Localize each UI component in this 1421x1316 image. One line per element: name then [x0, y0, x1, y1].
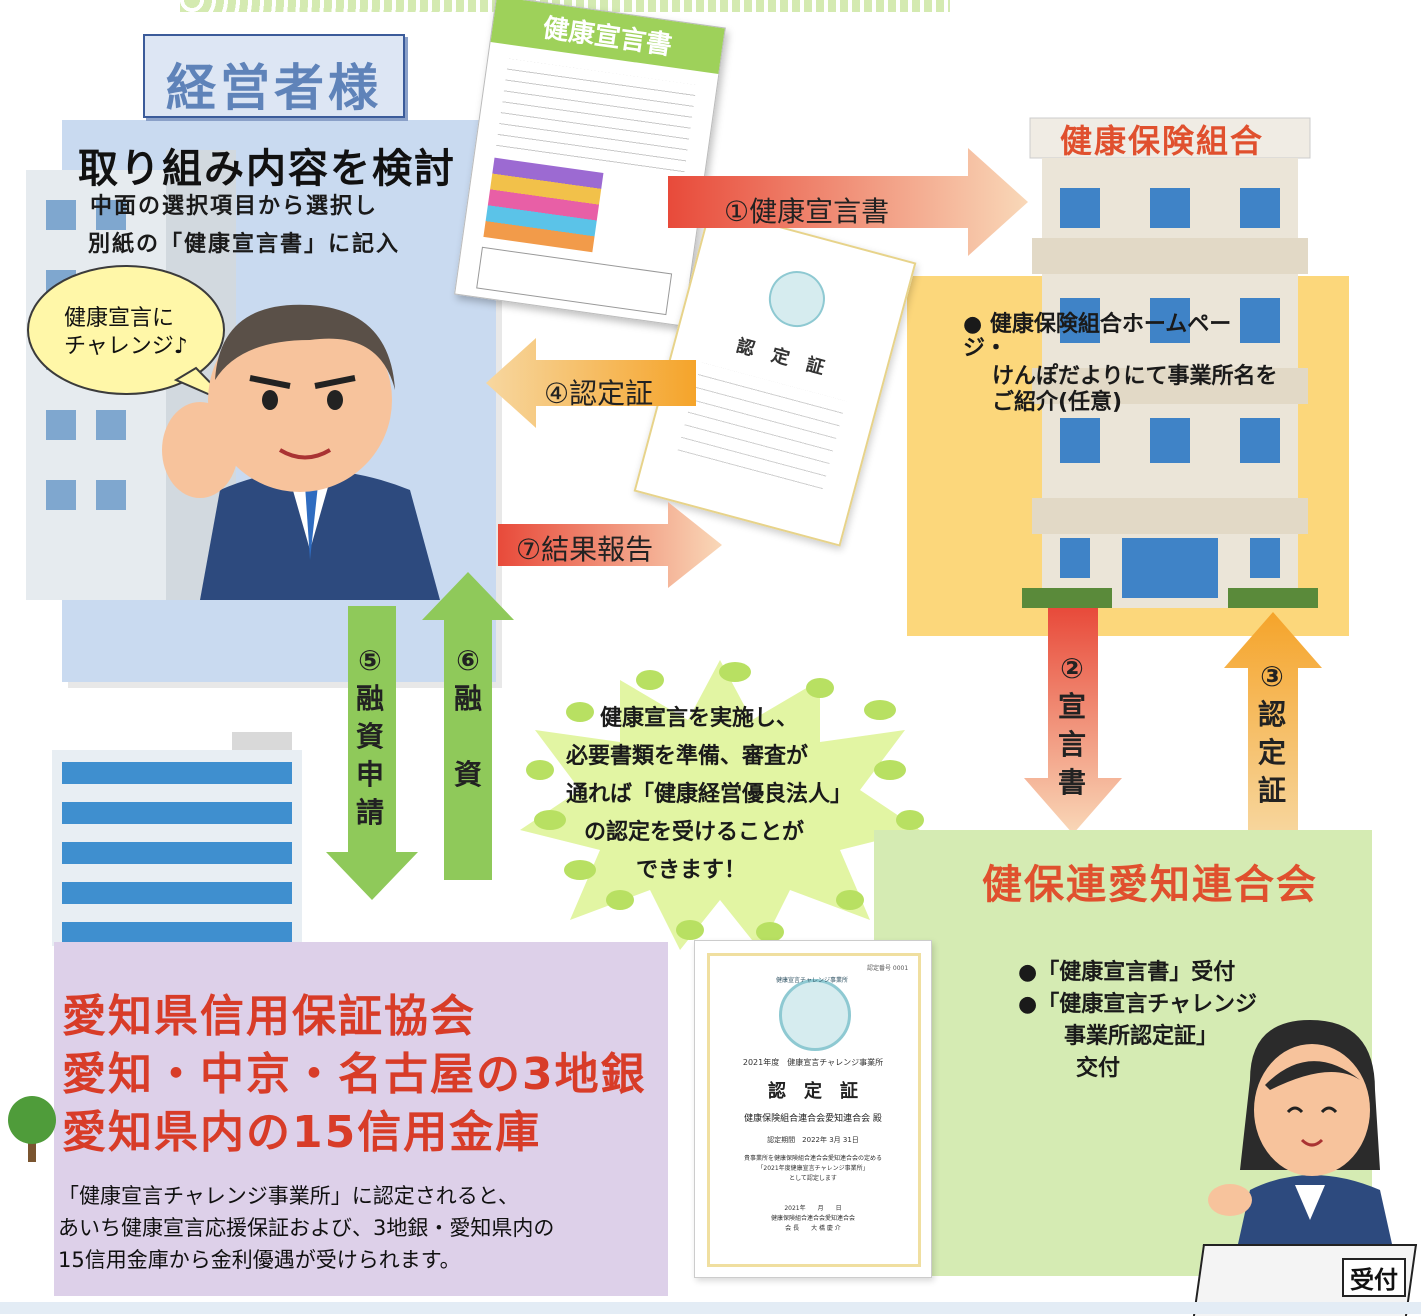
federation-title: 健保連愛知連合会 — [982, 862, 1318, 908]
insurer-title: 健康保険組合 — [1060, 122, 1265, 160]
certificate-period: 認定期間 2022年 3月 31日 — [767, 1136, 859, 1144]
manager-title-box — [143, 34, 405, 118]
burst-line-3: 通れば「健康経営優良法人」 — [566, 782, 853, 807]
certificate-rotated-lines — [675, 362, 847, 498]
federation-item-1: ●「健康宣言書」受付 — [1018, 960, 1236, 985]
insurer-note-1: ● 健康保険組合ホームペー — [963, 312, 1232, 337]
burst-line-1: 健康宣言を実施し、 — [600, 706, 799, 731]
federation-item-4: 交付 — [1076, 1056, 1121, 1081]
certificate-date: 2021年 月 日 — [784, 1205, 842, 1212]
bank-desc-3: 15信用金庫から金利優遇が受けられます。 — [58, 1248, 461, 1272]
bank-desc-2: あいち健康宣言応援保証および、3地銀・愛知県内の — [58, 1216, 555, 1240]
document-lines — [495, 58, 697, 175]
certificate-border — [707, 953, 921, 1267]
arrow-2-down — [1024, 608, 1122, 834]
certificate-title: 認 定 証 — [768, 1081, 858, 1102]
insurer-note-3: けんぽだよりにて事業所名を — [992, 364, 1278, 389]
arrow-7-label: ⑦結果報告 — [516, 533, 654, 566]
certificate-number: 認定番号 0001 — [867, 965, 909, 972]
bank-building-illustration — [52, 732, 302, 946]
burst-line-4: の認定を受けることが — [584, 820, 805, 845]
reception-label: 受付 — [1342, 1258, 1406, 1297]
arrow-7-right — [498, 502, 722, 588]
certificate-seal — [779, 979, 851, 1051]
arrow-5-down — [326, 606, 418, 900]
certificate-seal-text: 健康宣言チャレンジ事業所 — [776, 977, 848, 984]
manager-title: 経営者様 — [166, 59, 382, 117]
receptionist-illustration — [1208, 1020, 1400, 1280]
certificate-recipient: 健康保険組合連合会愛知連合会 殿 — [744, 1114, 882, 1124]
speech-text-2: チャレンジ♪ — [64, 334, 188, 359]
certificate-chair: 会 長 大 橋 慶 介 — [785, 1225, 841, 1232]
burst-line-5: できます！ — [636, 858, 747, 883]
businessman-illustration — [162, 304, 440, 600]
federation-item-2: ●「健康宣言チャレンジ — [1018, 992, 1257, 1017]
certificate-body-2: 「2021年度健康宣言チャレンジ事業所」 — [757, 1165, 869, 1172]
speech-text-1: 健康宣言に — [64, 306, 175, 331]
certificate-issuer: 健康保険組合連合会愛知連合会 — [770, 1215, 855, 1222]
burst-shape — [520, 660, 924, 950]
arrow-4-label: ④認定証 — [544, 377, 654, 410]
burst-line-2: 必要書類を準備、審査が — [566, 744, 809, 769]
tree-illustration — [8, 1096, 56, 1162]
certificate-bottom: 認定番号 0001 健康宣言チャレンジ事業所 2021年度 健康宣言チャレンジ事… — [694, 940, 932, 1278]
bank-line-2: 愛知・中京・名古屋の3地銀 — [62, 1049, 647, 1100]
bottom-strip — [0, 1302, 1421, 1314]
bank-desc-1: 「健康宣言チャレンジ事業所」に認定されると、 — [58, 1184, 519, 1208]
document-color-rows — [483, 157, 604, 253]
insurer-note-4: ご紹介(任意) — [992, 390, 1123, 415]
bank-line-3: 愛知県内の15信用金庫 — [62, 1107, 542, 1158]
certificate-rotated-seal — [762, 264, 832, 334]
certificate-year: 2021年度 健康宣言チャレンジ事業所 — [742, 1058, 884, 1067]
manager-sub1: 中面の選択項目から選択し — [90, 194, 379, 219]
document-table — [476, 246, 673, 316]
bank-line-1: 愛知県信用保証協会 — [62, 991, 476, 1042]
federation-item-3: 事業所認定証」 — [1064, 1024, 1219, 1049]
arrow-6-up — [422, 572, 514, 880]
certificate-body-1: 貴事業所を健康保険組合連合会愛知連合会の定める — [743, 1155, 882, 1162]
insurer-note-2: ジ・ — [963, 336, 1008, 361]
arrow-3-up — [1224, 612, 1322, 838]
manager-heading: 取り組み内容を検討 — [78, 146, 456, 192]
arrow-1-right — [668, 148, 1028, 256]
arrow-4-left — [486, 338, 696, 428]
insurer-building-illustration — [1022, 117, 1318, 608]
arrow-1-label: ①健康宣言書 — [724, 195, 890, 228]
certificate-body-3: として認定します — [789, 1175, 837, 1182]
bank-panel — [54, 942, 668, 1296]
manager-sub2: 別紙の「健康宣言書」に記入 — [88, 232, 401, 257]
